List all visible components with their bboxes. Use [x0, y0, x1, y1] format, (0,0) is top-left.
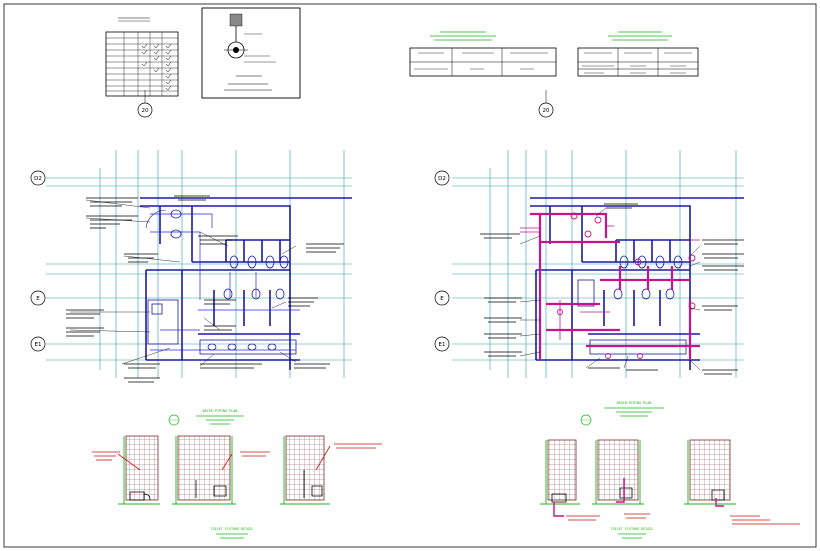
toilet-elevations-left: TOILET FIXTURE DETAIL [92, 435, 382, 539]
plan-title-left-text: WATER PIPING PLAN [203, 409, 238, 413]
grid-label-e1-right: E1 [439, 342, 446, 348]
toilet-elevations-right: TOILET FIXTURE DETAIL [540, 439, 800, 539]
grid-label-e-left: E [36, 296, 40, 302]
grid-bubble-top-left: 20 [137, 90, 153, 118]
grid-bubble-left-d2: D2 [30, 170, 46, 186]
plan-title-right-text: DRAIN PIPING PLAN [617, 401, 652, 405]
grid-bubble-right-d2: D2 [434, 170, 450, 186]
drain-piping-plan [452, 150, 744, 378]
grid-label-20-left: 20 [142, 108, 149, 114]
pipe-size-table-left [105, 17, 179, 97]
grid-bubble-left-e: E [30, 290, 46, 306]
grid-bubble-top-right: 20 [538, 90, 554, 118]
pipe-support-symbol [201, 7, 301, 99]
water-piping-plan [46, 150, 352, 383]
pipe-spacing-table-right [577, 31, 699, 77]
grid-label-e-right: E [440, 296, 444, 302]
grid-bubble-right-e: E [434, 290, 450, 306]
detail-title-left: TOILET FIXTURE DETAIL [211, 527, 254, 531]
grid-bubble-left-e1: E1 [30, 336, 46, 352]
sheet-border [3, 3, 817, 548]
grid-label-20-right: 20 [543, 108, 550, 114]
pipe-spacing-table-middle [409, 31, 557, 77]
grid-label-d2-right: D2 [438, 176, 446, 182]
grid-bubble-right-e1: E1 [434, 336, 450, 352]
detail-title-right: TOILET FIXTURE DETAIL [611, 527, 654, 531]
plan-title-left: WATER PIPING PLAN [168, 409, 244, 426]
grid-label-d2-left: D2 [34, 176, 42, 182]
plan-title-right: DRAIN PIPING PLAN [580, 401, 664, 426]
grid-label-e1-left: E1 [35, 342, 42, 348]
